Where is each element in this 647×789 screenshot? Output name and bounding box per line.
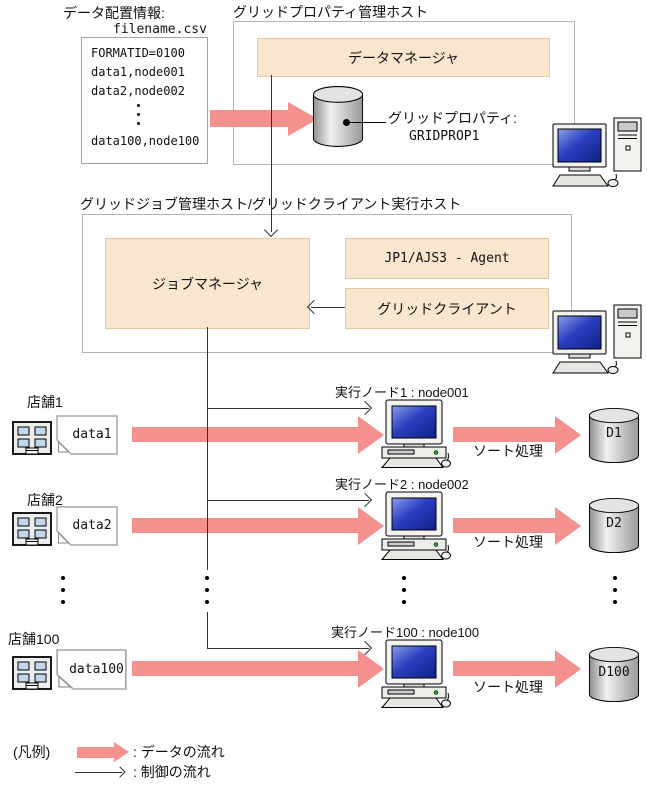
legend-data-flow-arrowhead bbox=[114, 742, 129, 762]
ellipsis-dot bbox=[205, 600, 209, 604]
agent-box: JP1/AJS3 - Agent bbox=[345, 238, 549, 279]
store-label: 店舗1 bbox=[27, 394, 63, 410]
job-host-title: グリッドジョブ管理ホスト/グリッドクライアント実行ホスト bbox=[80, 196, 461, 212]
ellipsis-dot bbox=[61, 576, 65, 580]
computer-icon bbox=[377, 639, 451, 708]
ellipsis-dot bbox=[613, 600, 617, 604]
building-icon bbox=[12, 512, 52, 546]
grid-client-box: グリッドクライアント bbox=[345, 288, 549, 329]
grid-property-label: グリッドプロパティ: bbox=[388, 110, 518, 126]
store-data-label: data1 bbox=[72, 427, 112, 442]
legend-control-flow-label: : 制御の流れ bbox=[133, 764, 211, 780]
job-manager-box: ジョブマネージャ bbox=[105, 238, 310, 329]
database-label: D100 bbox=[598, 665, 630, 680]
control-branch-line bbox=[207, 408, 369, 409]
ellipsis-dot bbox=[205, 588, 209, 592]
data-flow-arrow bbox=[132, 518, 358, 533]
property-host-title: グリッドプロパティ管理ホスト bbox=[233, 4, 429, 20]
csv-line: data100,node100 bbox=[91, 134, 200, 148]
database-icon bbox=[312, 85, 364, 148]
node-label: 実行ノード100 : node100 bbox=[331, 625, 480, 640]
ellipsis-dot bbox=[137, 122, 140, 125]
database-label: D1 bbox=[606, 426, 622, 441]
process-label: ソート処理 bbox=[473, 679, 543, 695]
store-data-label: data100 bbox=[69, 662, 124, 677]
data-flow-arrowhead bbox=[358, 416, 384, 454]
csv-file-box: FORMATID=0100 data1,node001 data2,node00… bbox=[81, 37, 208, 164]
pointer-line bbox=[350, 122, 386, 123]
data-flow-arrow bbox=[453, 661, 555, 676]
pointer-dot bbox=[343, 119, 350, 126]
legend-data-flow-label: : データの流れ bbox=[133, 744, 225, 760]
data-flow-arrow bbox=[210, 110, 288, 127]
data-flow-arrow bbox=[453, 518, 555, 533]
ellipsis-dot bbox=[61, 588, 65, 592]
ellipsis-dot bbox=[137, 104, 140, 107]
ellipsis-dot bbox=[613, 588, 617, 592]
computer-icon bbox=[552, 117, 647, 187]
process-label: ソート処理 bbox=[473, 534, 543, 550]
legend-control-flow-arrowhead bbox=[114, 766, 126, 778]
ellipsis-dot bbox=[613, 576, 617, 580]
data-manager-box: データマネージャ bbox=[257, 38, 550, 77]
grid-property-name: GRIDPROP1 bbox=[409, 129, 480, 144]
computer-icon bbox=[552, 304, 647, 374]
control-branch-line bbox=[207, 500, 369, 501]
legend-title: (凡例) bbox=[13, 744, 51, 760]
process-label: ソート処理 bbox=[473, 443, 543, 459]
data-placement-filename: filename.csv bbox=[113, 22, 207, 37]
data-flow-arrowhead bbox=[555, 507, 581, 545]
computer-icon bbox=[377, 399, 451, 468]
store-label: 店舗100 bbox=[8, 631, 60, 647]
building-icon bbox=[12, 421, 52, 455]
ellipsis-dot bbox=[402, 576, 406, 580]
ellipsis-dot bbox=[61, 600, 65, 604]
ellipsis-dot bbox=[402, 600, 406, 604]
data-flow-arrowhead bbox=[358, 650, 384, 688]
control-branch-line bbox=[207, 648, 369, 649]
store-data-label: data2 bbox=[72, 518, 112, 533]
computer-icon bbox=[377, 491, 451, 560]
node-label: 実行ノード2 : node002 bbox=[335, 477, 469, 492]
legend-control-flow-line bbox=[75, 772, 122, 773]
csv-line: FORMATID=0100 bbox=[91, 46, 185, 60]
control-line bbox=[311, 307, 345, 308]
data-flow-arrowhead bbox=[555, 650, 581, 688]
data-placement-title: データ配置情報: bbox=[63, 5, 165, 21]
building-icon bbox=[12, 656, 52, 690]
data-flow-arrowhead bbox=[358, 507, 384, 545]
data-flow-arrow bbox=[132, 427, 358, 442]
arrowhead-right-icon bbox=[357, 492, 373, 508]
data-flow-arrowhead bbox=[555, 416, 581, 454]
data-flow-arrow bbox=[132, 661, 358, 676]
control-line bbox=[271, 75, 272, 232]
control-trunk-line bbox=[207, 327, 208, 570]
ellipsis-dot bbox=[205, 576, 209, 580]
data-flow-arrow bbox=[453, 427, 555, 442]
csv-line: data1,node001 bbox=[91, 65, 185, 79]
node-label: 実行ノード1 : node001 bbox=[335, 385, 469, 400]
csv-line: data2,node002 bbox=[91, 84, 185, 98]
legend-data-flow-arrow bbox=[77, 747, 114, 758]
ellipsis-dot bbox=[137, 113, 140, 116]
control-trunk-line bbox=[207, 612, 208, 649]
arrowhead-right-icon bbox=[357, 400, 373, 416]
database-label: D2 bbox=[606, 516, 622, 531]
store-label: 店舗2 bbox=[27, 492, 63, 508]
ellipsis-dot bbox=[402, 588, 406, 592]
